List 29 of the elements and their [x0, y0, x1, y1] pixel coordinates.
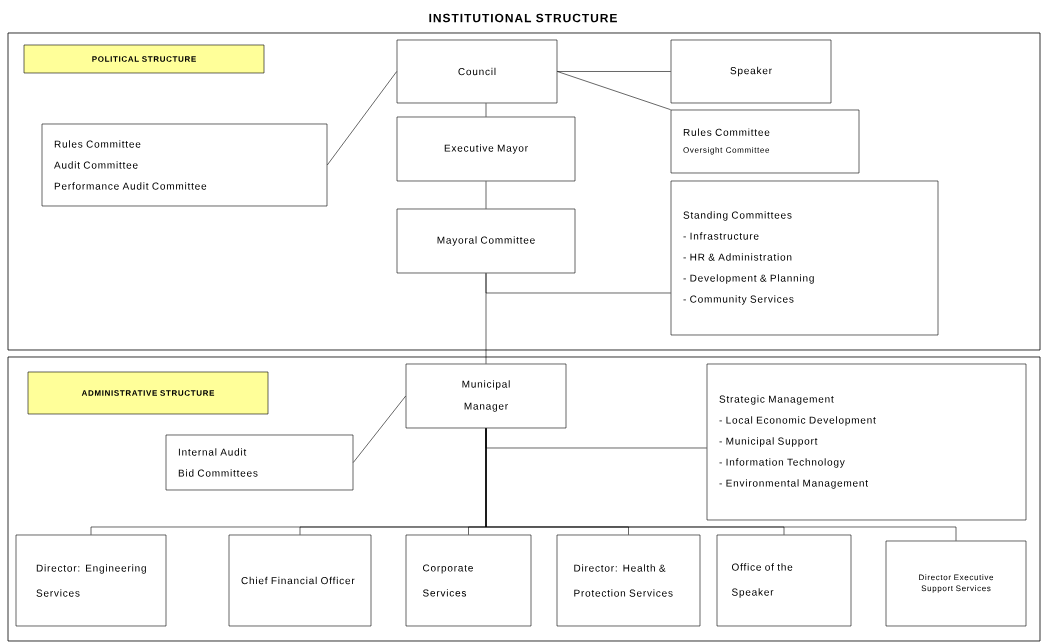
org-box: Executive Mayor [396, 116, 576, 182]
org-box: Office of the Speaker [716, 534, 852, 627]
connector-line [485, 103, 487, 117]
org-box: Director: Health & Protection Services [556, 534, 701, 627]
org-box: Chief Financial Officer [228, 534, 372, 627]
org-box: Rules Committee Oversight Committee [670, 109, 860, 174]
org-box: Director: Engineering Services [15, 534, 167, 627]
title: INSTITUTIONAL STRUCTURE [429, 13, 617, 23]
connector-line [485, 428, 957, 541]
section-label: POLITICAL STRUCTURE [23, 44, 265, 74]
org-box: Council [396, 39, 558, 104]
connector-line [485, 273, 487, 364]
connector-line [327, 71, 397, 166]
org-box: Internal Audit Bid Committees [165, 434, 354, 491]
connector-line [485, 181, 487, 209]
section-label: ADMINISTRATIVE STRUCTURE [27, 371, 269, 415]
org-box: Mayoral Committee [396, 208, 576, 274]
connector-line [557, 71, 671, 72]
connector-line [353, 395, 406, 463]
org-box: Municipal Manager [405, 363, 567, 429]
org-box: Standing Committees - Infrastructure - HR & Administration - Development & Planning - Community Services [670, 180, 939, 336]
connector-line [557, 71, 671, 110]
org-box: Director Executive Support Services [885, 540, 1027, 627]
org-box: Strategic Management - Local Economic Development - Municipal Support - Information Technology - Environmental Management [706, 363, 1027, 521]
org-box: Rules Committee Audit Committee Performance Audit Committee [41, 123, 328, 207]
org-box: Corporate Services [405, 534, 532, 627]
section-panel [7, 32, 1041, 351]
org-box: Speaker [670, 39, 832, 104]
section-panel [7, 356, 1041, 642]
